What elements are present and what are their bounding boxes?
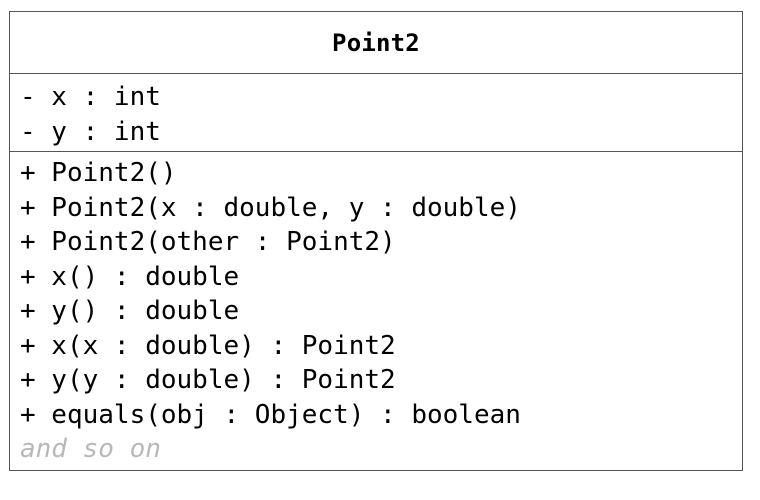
operation-y-setter: + y(y : double) : Point2 [20,365,396,395]
operation-equals: + equals(obj : Object) : boolean [20,399,521,430]
operation-constructor-xy: + Point2(x : double, y : double) [20,192,521,223]
operation-y-getter: + y() : double [20,296,240,326]
footer-note: and so on [20,434,161,464]
operation-x-setter: + x(x : double) : Point2 [20,330,396,361]
class-name-section: Point2 [10,12,742,74]
operation-x-getter: + x() : double [20,261,240,292]
operations-section: + Point2() + Point2(x : double, y : doub… [10,152,742,466]
attribute-x: - x : int [20,82,161,112]
uml-class-box: Point2 - x : int - y : int + Point2() + … [9,11,743,471]
class-name: Point2 [332,28,420,57]
attribute-y: - y : int [20,116,161,147]
attributes-section: - x : int - y : int [10,74,742,152]
operation-constructor-default: + Point2() [20,158,177,188]
operation-constructor-copy: + Point2(other : Point2) [20,227,396,257]
